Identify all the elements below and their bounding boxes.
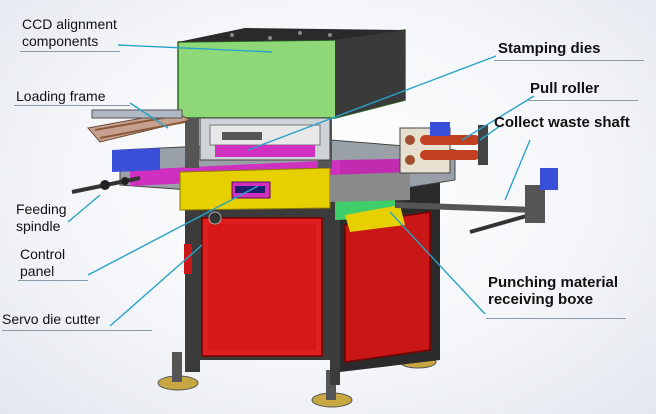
leader-waste-shaft — [504, 139, 531, 201]
leader-ccd — [117, 44, 273, 53]
loading-frame — [87, 109, 192, 143]
label-feeding-spindle: Feeding spindle — [16, 201, 67, 235]
label-control-line2: panel — [20, 263, 55, 279]
label-feeding-line1: Feeding — [16, 201, 67, 217]
label-punching-line2: receiving boxe — [488, 291, 594, 308]
stamping-die-area — [185, 117, 332, 168]
label-servo-die-cutter: Servo die cutter — [2, 311, 101, 327]
leader-loading-frame — [129, 102, 169, 129]
leader-pull-roller — [461, 95, 535, 141]
leader-servo — [109, 244, 203, 327]
feeding-spindle — [71, 176, 141, 194]
underline-control — [18, 280, 88, 281]
underline-pull — [528, 100, 638, 101]
label-loading-frame: Loading frame — [16, 88, 106, 104]
leader-control-panel — [87, 185, 259, 276]
leader-punching-box — [389, 211, 486, 315]
label-control-panel: Control panel — [20, 246, 65, 280]
label-pull-roller: Pull roller — [530, 80, 600, 97]
label-punching-box: Punching material receiving boxe — [488, 274, 618, 308]
label-collect-waste-shaft: Collect waste shaft — [494, 114, 630, 131]
label-ccd-line2: components — [22, 33, 99, 49]
label-ccd-line1: CCD alignment — [22, 16, 117, 32]
underline-punching — [486, 318, 626, 319]
waste-shaft — [394, 168, 558, 234]
leader-waste-shaft-top — [479, 125, 501, 141]
label-punching-line1: Punching material — [488, 274, 619, 291]
pull-roller — [399, 122, 488, 174]
red-cabinet — [184, 211, 431, 363]
leader-stamping — [247, 55, 497, 151]
underline-stamping — [494, 60, 644, 61]
label-ccd-alignment: CCD alignment components — [22, 16, 117, 50]
underline-loading — [14, 105, 130, 106]
label-control-line1: Control — [20, 246, 66, 262]
label-stamping-dies: Stamping dies — [498, 40, 601, 57]
label-feeding-line2: spindle — [16, 218, 61, 234]
underline-ccd — [20, 51, 120, 52]
leader-feeding-spindle — [67, 194, 101, 223]
underline-servo — [2, 330, 152, 331]
